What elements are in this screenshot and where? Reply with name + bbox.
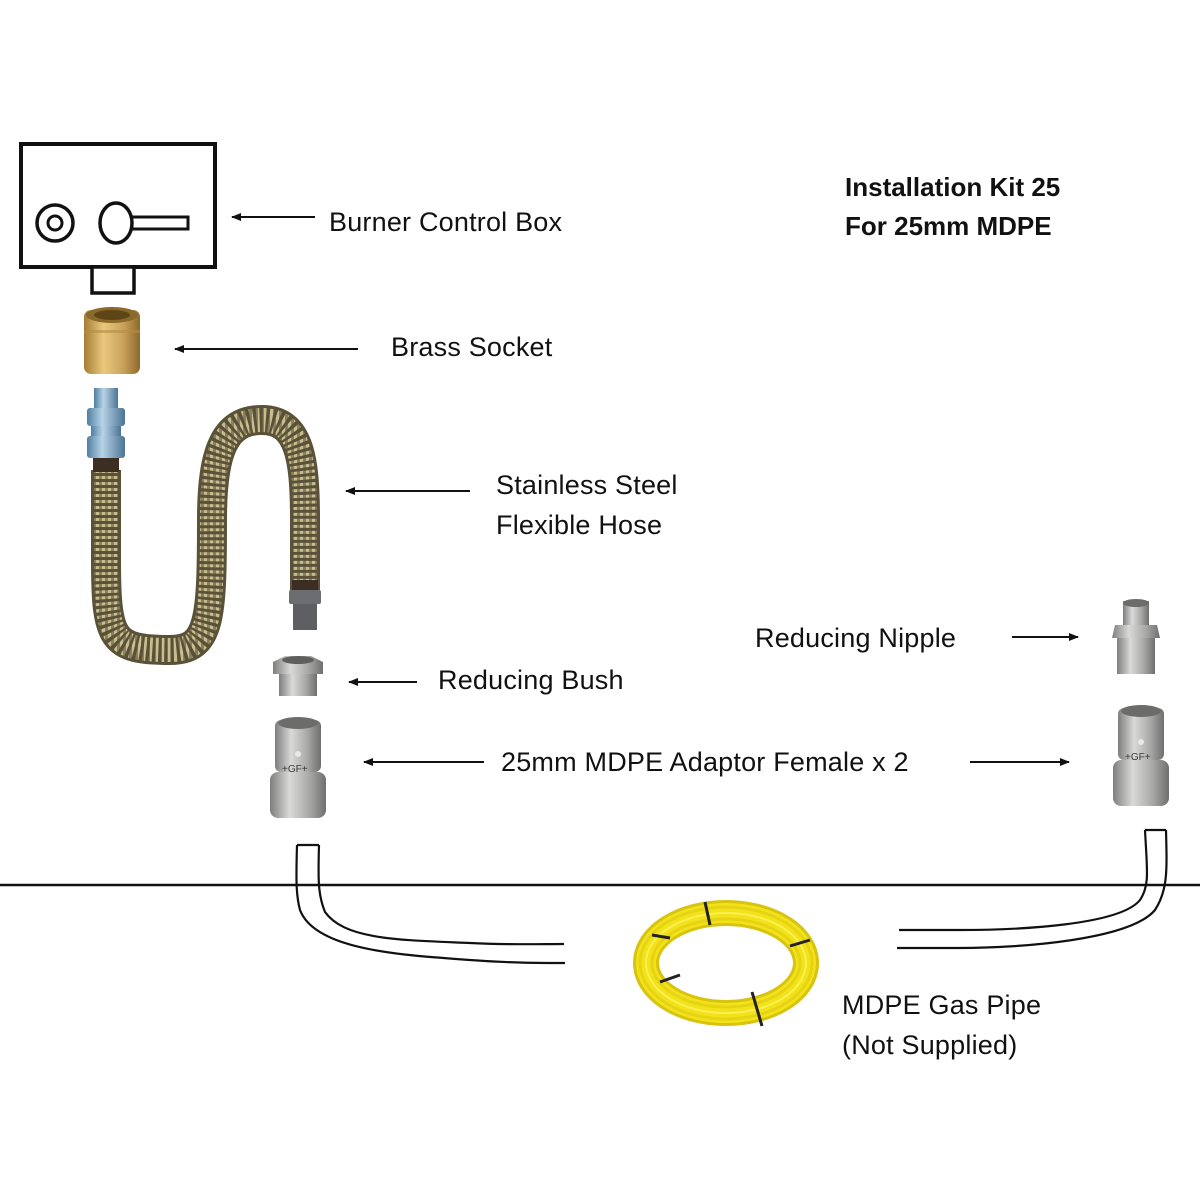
mdpe-adaptor-left-image: [270, 717, 326, 818]
label-gas-pipe-line2: (Not Supplied): [842, 1030, 1018, 1060]
label-brass-socket: Brass Socket: [391, 332, 553, 362]
label-flexible-hose-line1: Stainless Steel: [496, 470, 678, 500]
label-gas-pipe-line1: MDPE Gas Pipe: [842, 990, 1042, 1020]
brand-mark-left-label: +GF+: [282, 764, 308, 775]
control-lever-icon: [124, 215, 190, 231]
mdpe-adaptor-right-image: [1113, 705, 1169, 806]
label-reducing-nipple: Reducing Nipple: [755, 623, 957, 653]
arrows: [174, 213, 1079, 766]
reducing-bush-image: [273, 656, 323, 696]
label-reducing-bush: Reducing Bush: [438, 665, 624, 695]
reducing-nipple-image: [1112, 599, 1160, 674]
label-burner-control-box: Burner Control Box: [329, 207, 563, 237]
flexible-hose-image: [87, 388, 321, 666]
kit-subtitle: For 25mm MDPE: [845, 211, 1052, 241]
gas-pipe-coil-image: [633, 900, 819, 1027]
brass-socket-image: [84, 307, 140, 374]
buried-pipe-left: [295, 843, 566, 965]
brand-mark-right-label: +GF+: [1125, 752, 1151, 763]
buried-pipe-right: [897, 828, 1168, 950]
label-mdpe-adaptor: 25mm MDPE Adaptor Female x 2: [501, 747, 909, 777]
label-flexible-hose-line2: Flexible Hose: [496, 510, 663, 540]
burner-control-box: [19, 142, 217, 295]
kit-title: Installation Kit 25: [845, 172, 1061, 202]
